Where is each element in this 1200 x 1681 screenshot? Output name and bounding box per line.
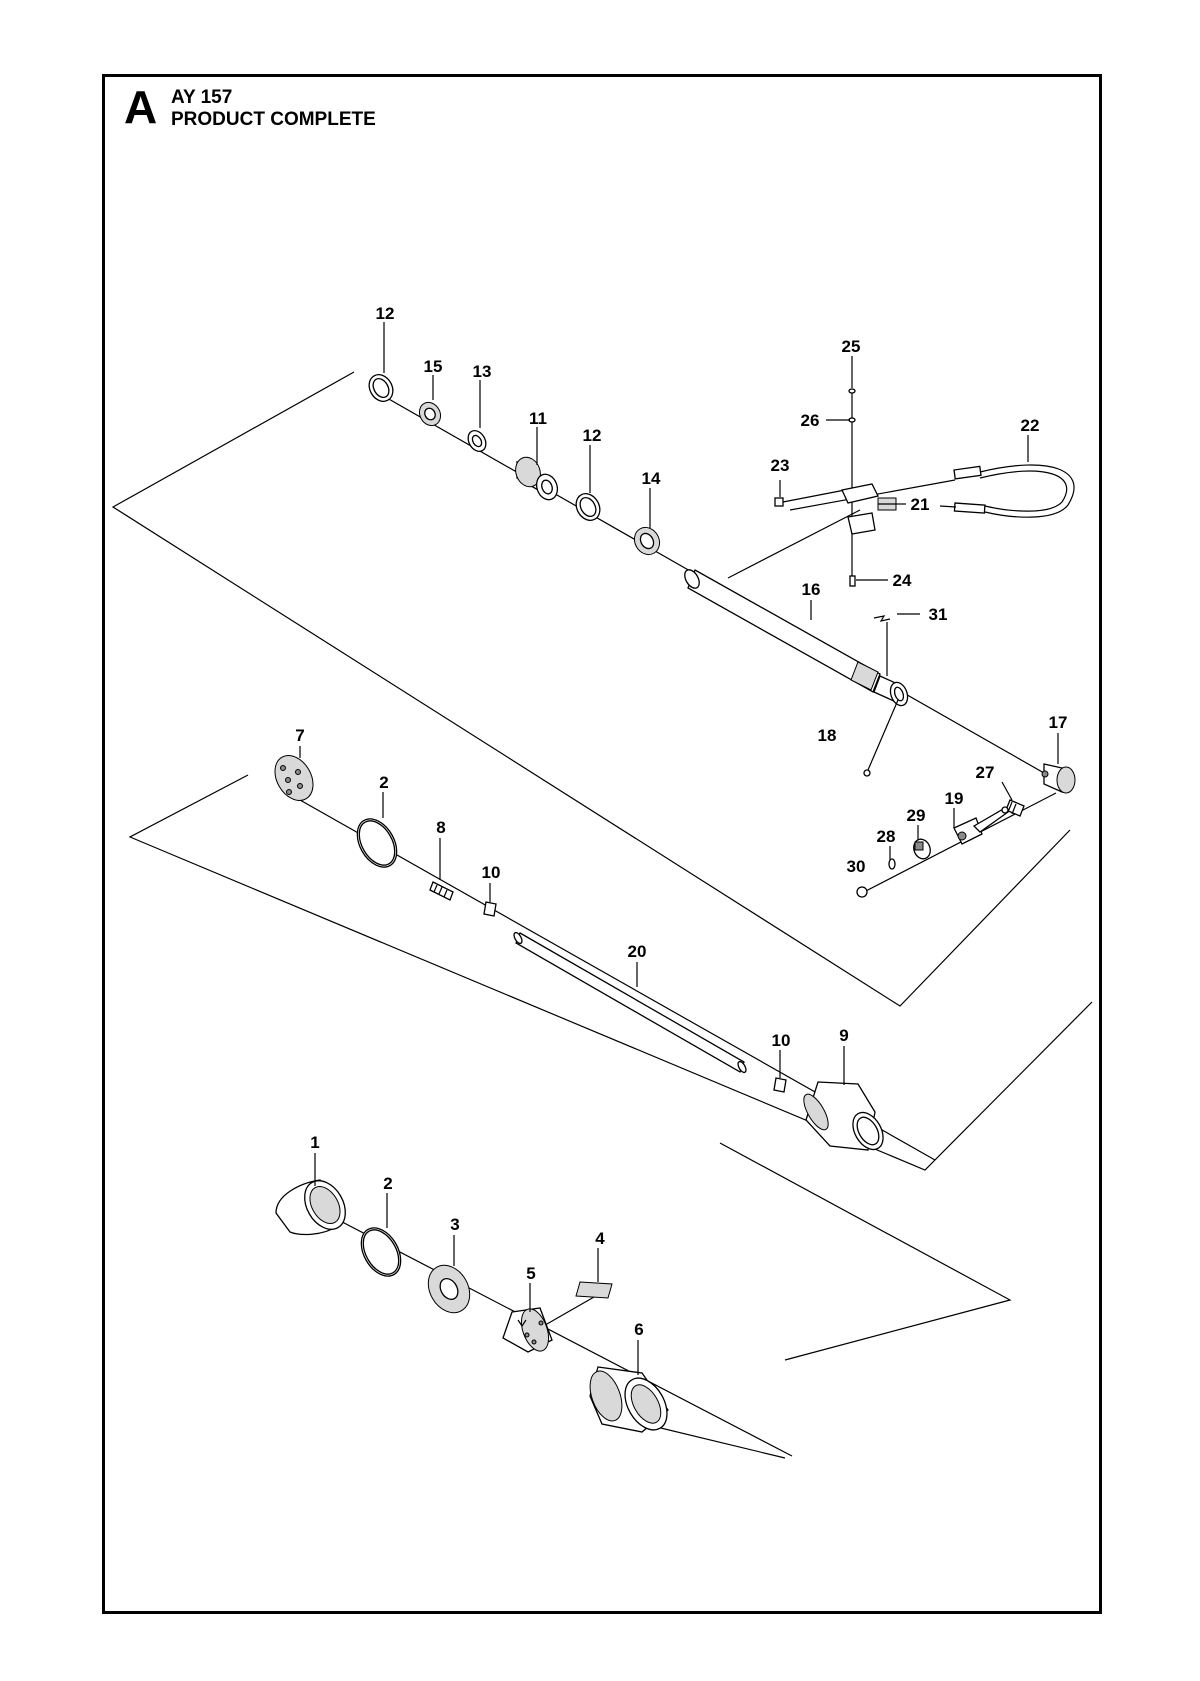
callout-15: 15	[424, 357, 443, 376]
callout-4: 5	[526, 1264, 535, 1283]
part-cable-22	[789, 464, 1075, 518]
section-letter: A	[124, 81, 158, 133]
part-cone-1	[275, 1179, 346, 1236]
callout-22: 22	[1021, 416, 1040, 435]
part-flange-7	[274, 755, 314, 801]
part-sleeve-11	[515, 456, 559, 501]
part-25	[848, 388, 856, 394]
callout-5: 4	[595, 1229, 605, 1248]
group-upper-assembly	[111, 371, 1076, 1007]
part-label-5	[575, 1281, 613, 1299]
callout-13: 13	[473, 362, 492, 381]
callout-8: 8	[436, 818, 445, 837]
part-screw-18	[863, 769, 871, 777]
callout-26: 26	[801, 411, 820, 430]
callout-1: 1	[310, 1133, 319, 1152]
callout-17: 17	[1049, 713, 1068, 732]
part-nut-23	[774, 497, 784, 507]
part-spring-27	[1005, 799, 1025, 817]
part-shaft-20	[513, 931, 747, 1074]
callout-16: 16	[802, 580, 821, 599]
callout-numbers: 12 15 13 11 12 14 25 26 22 23 21 24 16 3…	[295, 304, 1067, 1339]
callout-10b: 10	[772, 1031, 791, 1050]
part-tube-16	[684, 569, 909, 707]
part-end-17	[1041, 763, 1076, 794]
part-lever-19	[953, 806, 1009, 845]
callout-23: 23	[771, 456, 790, 475]
callout-31: 31	[929, 605, 948, 624]
group-outline	[719, 1142, 1012, 1361]
callout-19: 19	[945, 789, 964, 808]
callout-12b: 12	[583, 426, 602, 445]
callout-10a: 10	[482, 863, 501, 882]
callout-20: 20	[628, 942, 647, 961]
callout-11: 11	[529, 409, 547, 428]
group-outline	[128, 774, 1093, 1171]
callout-29: 29	[907, 806, 926, 825]
callout-2b: 2	[383, 1174, 392, 1193]
callout-25: 25	[842, 337, 861, 356]
part-clip-10b	[773, 1077, 787, 1093]
callout-7: 7	[295, 726, 304, 745]
group-lower-assembly	[275, 1142, 1012, 1459]
part-screw-24	[849, 575, 856, 587]
part-clip-31	[873, 615, 891, 622]
part-bracket-21	[841, 483, 897, 535]
callout-18: 18	[818, 726, 837, 745]
callout-9: 9	[839, 1026, 848, 1045]
callout-2a: 2	[379, 773, 388, 792]
group-outline	[111, 371, 1071, 1007]
part-housing-9	[803, 1081, 884, 1151]
part-nut-30	[856, 886, 868, 898]
callout-leaders	[299, 322, 1059, 1375]
assembly-title: PRODUCT COMPLETE	[171, 109, 376, 130]
callout-3: 3	[450, 1215, 459, 1234]
callout-27: 27	[976, 763, 995, 782]
part-hub-4	[502, 1307, 553, 1353]
callout-28: 28	[877, 827, 896, 846]
callout-24: 24	[893, 571, 912, 590]
callout-30: 30	[847, 857, 866, 876]
group-middle-assembly	[128, 755, 1093, 1171]
part-pin-8	[429, 881, 454, 901]
part-28	[888, 858, 896, 870]
part-cup-6	[589, 1366, 669, 1433]
callout-14: 14	[642, 469, 661, 488]
callout-12a: 12	[376, 304, 395, 323]
callout-21: 21	[911, 495, 930, 514]
drawing-frame	[102, 74, 1102, 1614]
assembly-code: AY 157	[171, 87, 233, 108]
part-clip-10a	[483, 901, 497, 917]
callout-6: 6	[634, 1320, 643, 1339]
